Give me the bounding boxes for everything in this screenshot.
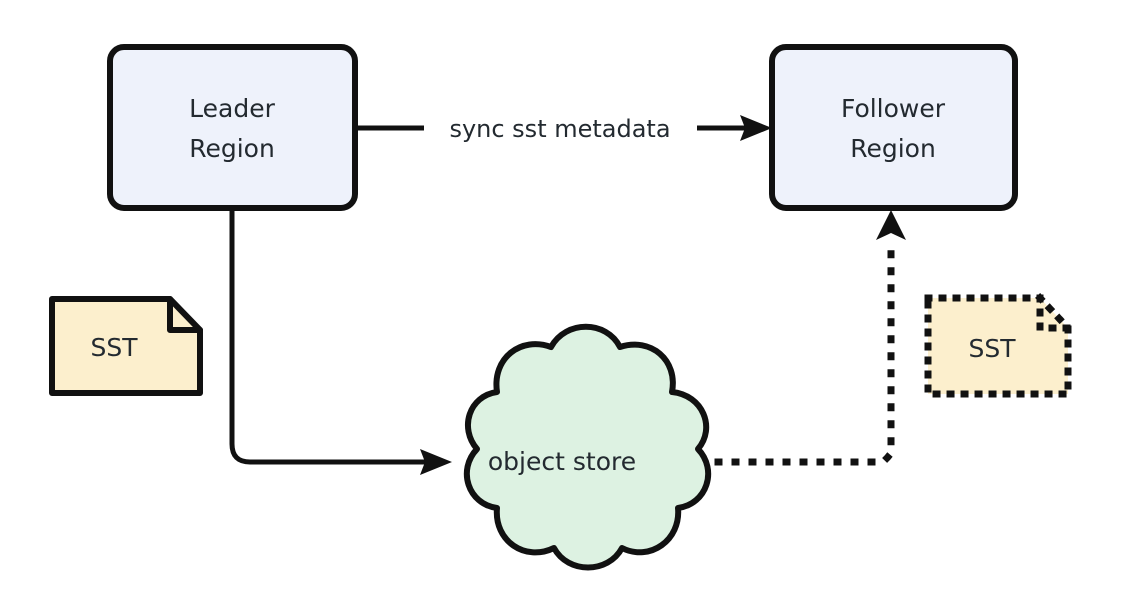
sst-follower-border-dotted <box>924 294 1072 398</box>
node-follower-region[interactable]: Follower Region <box>769 44 1018 211</box>
edge-leader-to-follower: sync sst metadata <box>357 115 772 143</box>
node-sst-follower[interactable]: SST <box>924 294 1072 398</box>
edge-object-store-to-follower-arrowhead <box>876 210 906 240</box>
follower-region-box[interactable] <box>769 44 1018 211</box>
edge-object-store-to-follower-path <box>680 234 895 466</box>
edge-object-store-to-follower <box>680 210 906 466</box>
sst-follower-fill[interactable] <box>928 298 1068 394</box>
follower-region-label-line2: Region <box>850 134 936 163</box>
edge-leader-to-follower-arrowhead <box>740 115 772 141</box>
object-store-label: object store <box>488 447 636 476</box>
sst-leader-body[interactable] <box>49 296 203 396</box>
node-object-store[interactable]: object store <box>464 323 711 571</box>
edge-leader-to-object-store-arrowhead <box>420 449 452 475</box>
node-leader-region[interactable]: Leader Region <box>107 44 358 211</box>
sst-leader-fold-corner <box>167 296 203 333</box>
leader-region-label-line2: Region <box>189 134 275 163</box>
follower-region-label-line1: Follower <box>841 94 946 123</box>
node-sst-leader[interactable]: SST <box>49 296 203 396</box>
sst-follower-label: SST <box>968 334 1016 363</box>
leader-region-box[interactable] <box>107 44 358 211</box>
sst-follower-fold-corner <box>1036 294 1072 332</box>
edge-leader-to-object-store-path <box>229 208 430 465</box>
edge-label-sync-sst-metadata: sync sst metadata <box>449 115 670 143</box>
leader-region-label-line1: Leader <box>189 94 275 123</box>
sst-leader-label: SST <box>90 333 138 362</box>
edge-leader-to-object-store <box>229 208 452 475</box>
object-store-cloud[interactable] <box>464 323 711 571</box>
